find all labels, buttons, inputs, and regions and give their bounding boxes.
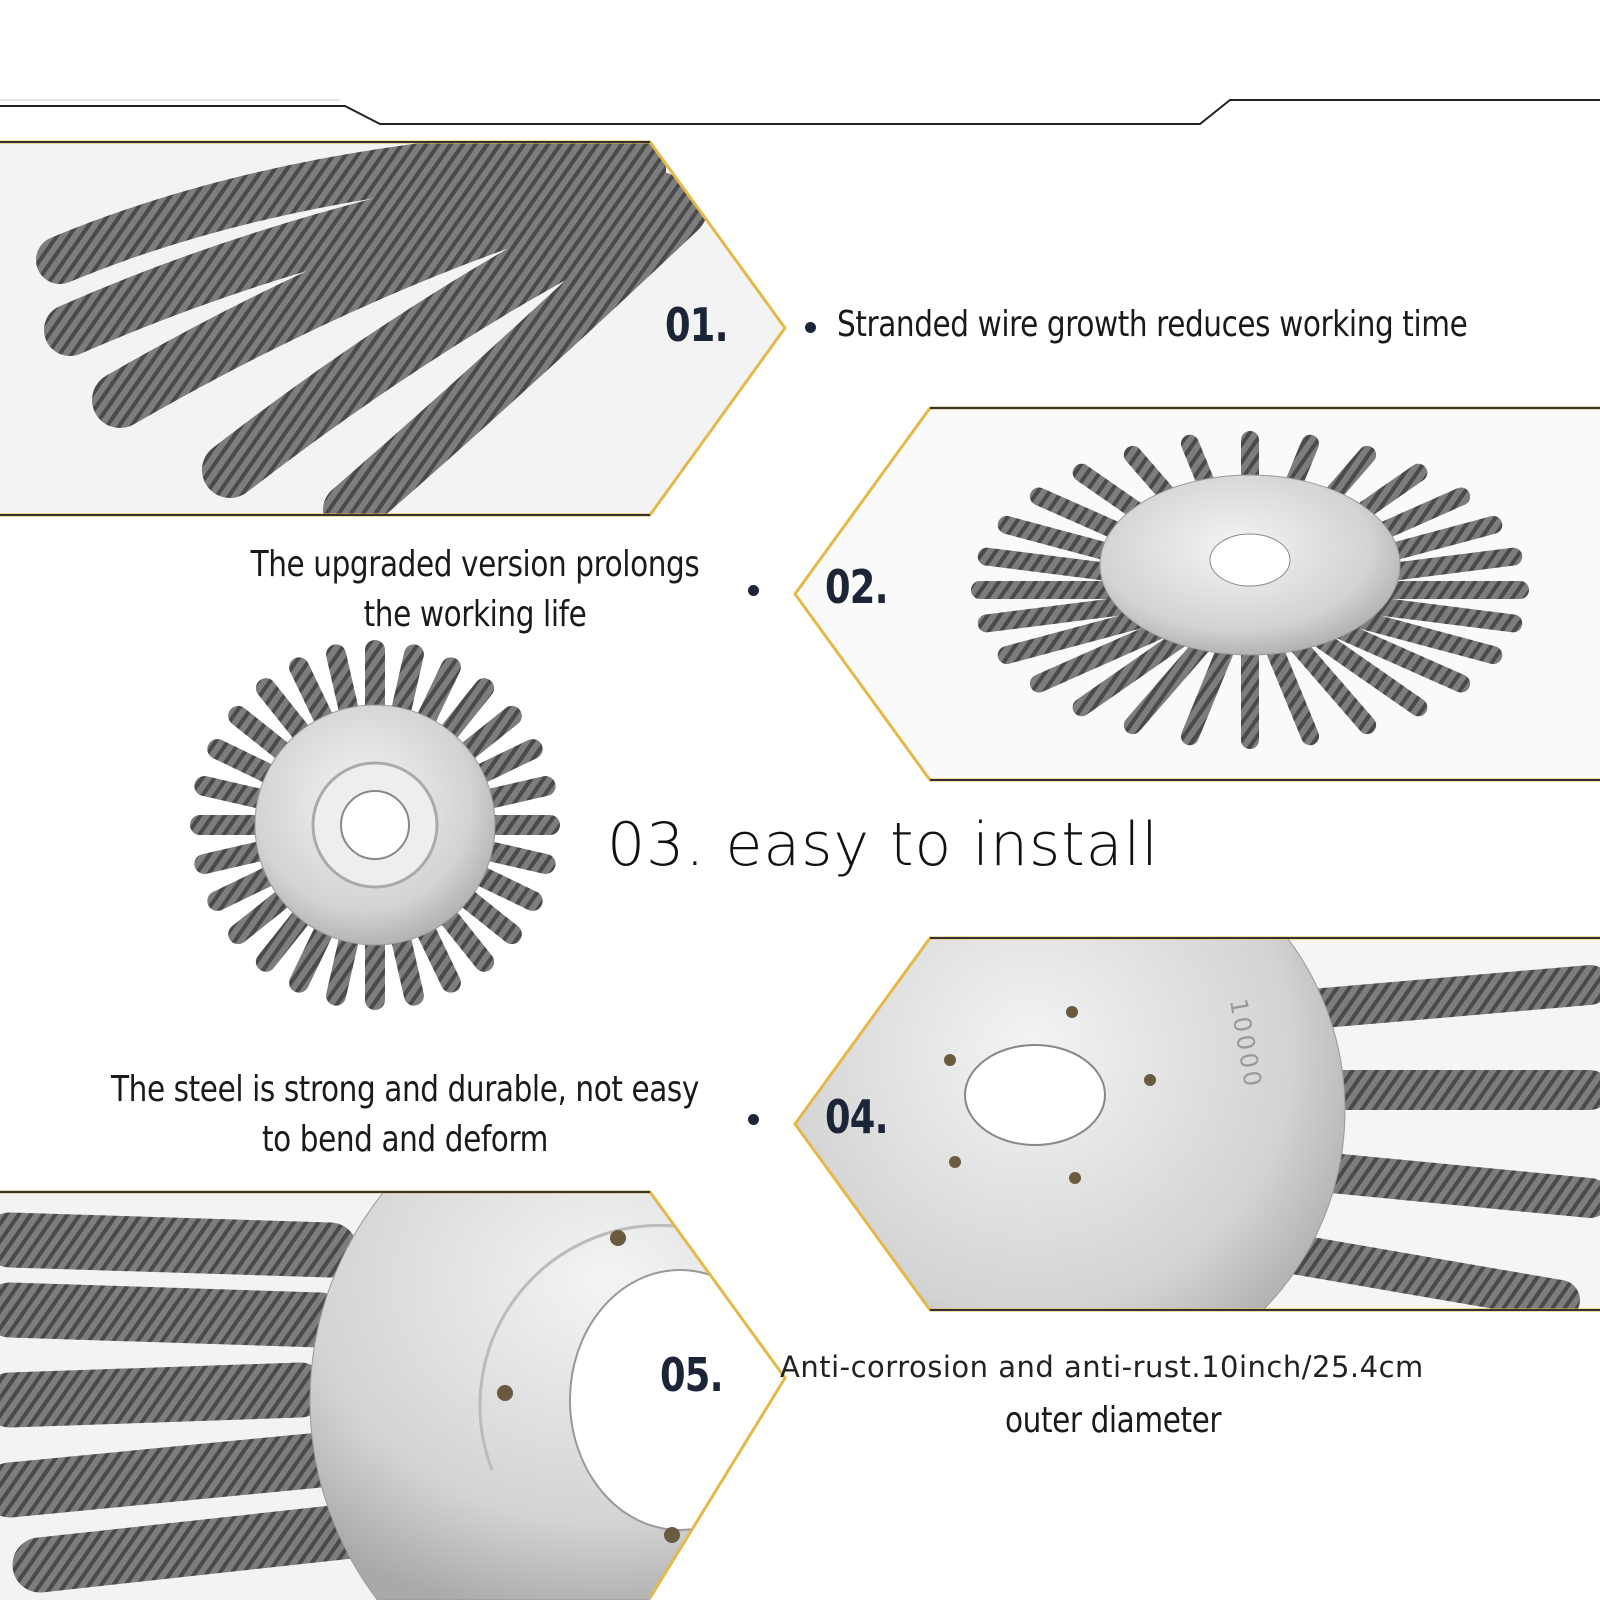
feature-text-05-line2: outer diameter <box>1005 1400 1222 1441</box>
feature-number-04: 04. <box>825 1090 889 1144</box>
disc-closeup-image <box>795 938 1600 1310</box>
feature-text-04-line1: The steel is strong and durable, not eas… <box>111 1069 699 1110</box>
feature-text-03: easy to install <box>725 810 1159 880</box>
wire-wheel-flat-image <box>795 408 1600 780</box>
feature-text-04: The steel is strong and durable, not eas… <box>89 1065 720 1165</box>
feature-number-03: 03. <box>607 810 706 880</box>
feature-text-01: Stranded wire growth reduces working tim… <box>837 304 1468 345</box>
feature-03: 03. easy to install <box>607 810 1159 880</box>
disc-hub-closeup-image <box>0 1192 785 1600</box>
feature-text-02: The upgraded version prolongs the workin… <box>225 540 725 640</box>
feature-text-02-line2: the working life <box>363 594 587 635</box>
bullet-icon <box>748 585 759 596</box>
bullet-icon <box>748 1114 759 1125</box>
bullet-icon <box>805 322 816 333</box>
feature-number-05: 05. <box>660 1348 724 1402</box>
feature-number-01: 01. <box>665 298 729 352</box>
stranded-wire-image <box>0 142 785 515</box>
feature-number-02: 02. <box>825 560 889 614</box>
wire-wheel-front-image <box>190 640 560 1010</box>
feature-text-05-line1: Anti-corrosion and anti-rust.10inch/25.4… <box>780 1350 1424 1384</box>
feature-text-02-line1: The upgraded version prolongs <box>250 544 700 585</box>
feature-text-04-line2: to bend and deform <box>261 1119 549 1160</box>
